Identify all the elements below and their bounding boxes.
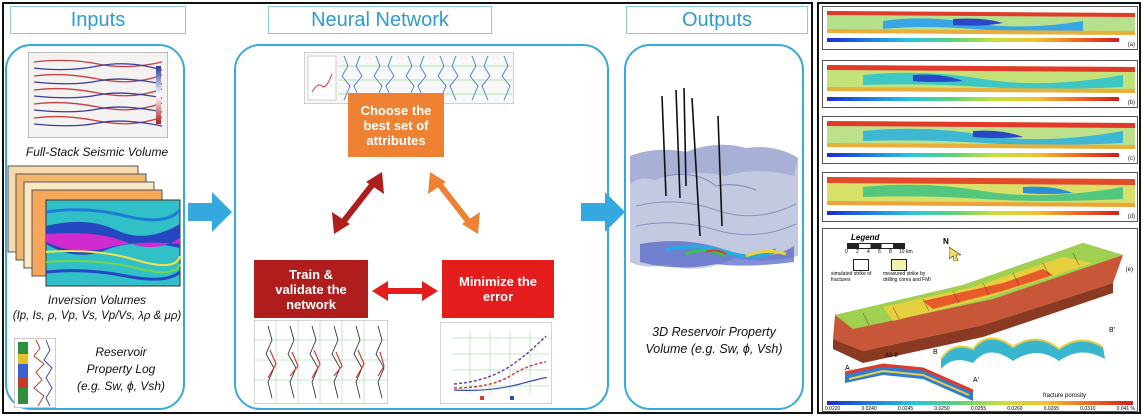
inputs-header: Inputs [10,6,186,34]
map-d-colorbar [827,211,1119,215]
section-label-b-left: B [933,349,938,356]
colorbar-tick: 0.0220 [825,406,841,412]
train-line3: network [286,296,336,312]
fracture-porosity-colorbar [827,401,1133,405]
legend-item-measured: measured strike by drilling cores and FM… [883,271,931,283]
colorbar-tick: 0.0310 [1080,406,1096,412]
fracture-map-d: (d) [822,172,1138,222]
network-to-outputs-arrow [581,192,625,232]
map-a-label: (a) [1127,42,1135,48]
section-label-a-left: A [845,365,850,372]
inputs-to-network-arrow [188,192,232,232]
scale-tick-6: 6 [878,249,881,255]
fracture-map-a: (a) [822,6,1138,50]
colorbar-tick: 0.0265 [1043,406,1060,412]
scale-tick-0: 0 [845,249,848,255]
section-label-b-right: B' [1109,327,1116,334]
train-validate-box: Train & validate the network [254,260,368,318]
section-label-a-right: A' [973,377,980,384]
scale-tick-4: 4 [867,249,870,255]
colorbar-tick: 0.0255 [970,406,987,412]
train-line2: validate the [275,281,347,297]
choose-attributes-box: Choose the best set of attributes [348,93,444,157]
colorbar-tick: 0.0260 [1007,406,1023,412]
log-caption-line2: Property Log [86,362,156,376]
neural-network-header: Neural Network [268,6,492,34]
inversion-caption-line2: (Ip, Is, ρ, Vp, Vs, Vp/Vs, λρ & μρ) [12,310,182,322]
map-c-colorbar [827,153,1119,157]
map-c-label: (c) [1128,156,1135,162]
minimize-line2: error [482,289,514,304]
map-b-label: (b) [1127,100,1135,106]
legend-item-simulated: simulated strike of fractures [831,271,872,283]
cycle-arrow-left [332,172,384,234]
cycle-arrow-right [428,172,480,234]
colorbar-tick: 0.041 % [1116,406,1135,412]
map-d-label: (d) [1127,214,1135,220]
scale-tick-10: 10 km [899,249,913,255]
north-label: N [943,237,949,246]
well-label-a2-8: A2-8 [885,353,898,359]
inversion-caption-line1: Inversion Volumes [47,293,147,307]
outputs-caption-line1: 3D Reservoir Property [652,325,776,339]
map-b-graphic [827,65,1135,93]
minimize-line1: Minimize the [458,274,537,289]
map-d-graphic [827,177,1135,207]
training-logs-image [254,320,388,404]
seismic-caption: Full-Stack Seismic Volume [25,145,169,159]
legend-swatch-measured [891,259,907,271]
map-a-graphic [827,11,1135,35]
colorbar-title: fracture porosity [1043,393,1087,399]
legend-title: Legend [851,233,880,242]
fracture-map-c: (c) [822,116,1138,164]
distance-scale [847,243,905,249]
choose-line1: Choose the [360,102,432,118]
colorbar-ticks: 0.0220 0.0240 0.0245 0.0250 0.0255 0.026… [825,406,1135,412]
scale-tick-8: 8 [889,249,892,255]
log-caption-line3: (e.g. Sw, ϕ, Vsh) [76,379,166,393]
outputs-caption-line2: Volume (e.g. Sw, ϕ, Vsh) [645,342,783,356]
cycle-arrow-horizontal [372,281,438,301]
outputs-header: Outputs [626,6,808,34]
map-b-colorbar [827,97,1119,101]
choose-line2: best set of [363,117,429,133]
colorbar-tick: 0.0245 [897,406,914,412]
colorbar-tick: 0.0250 [934,406,950,412]
colorbar-tick: 0.0240 [861,406,877,412]
minimize-error-box: Minimize the error [442,260,554,318]
choose-line3: attributes [366,132,426,148]
panel-e-label: (e) [1125,267,1133,273]
fracture-block-model [833,243,1123,401]
error-curve-image [440,322,552,404]
left-figure-frame [2,2,813,414]
inversion-volumes-image [7,165,182,287]
fracture-map-b: (b) [822,60,1138,108]
map-a-colorbar [827,38,1119,42]
right-figure-frame [817,2,1141,414]
legend-swatch-simulated [853,259,869,271]
log-caption-line1: Reservoir [95,345,147,359]
map-c-graphic [827,121,1135,149]
seismic-volume-image [28,52,168,138]
train-line1: Train & [288,266,334,282]
property-log-image [14,338,56,408]
fracture-3d-panel-e: Legend 0 2 4 6 8 10 km simulated strike … [822,228,1138,412]
scale-tick-2: 2 [856,249,859,255]
reservoir-3d-volume-image [630,87,798,269]
north-arrow-icon [949,247,961,261]
